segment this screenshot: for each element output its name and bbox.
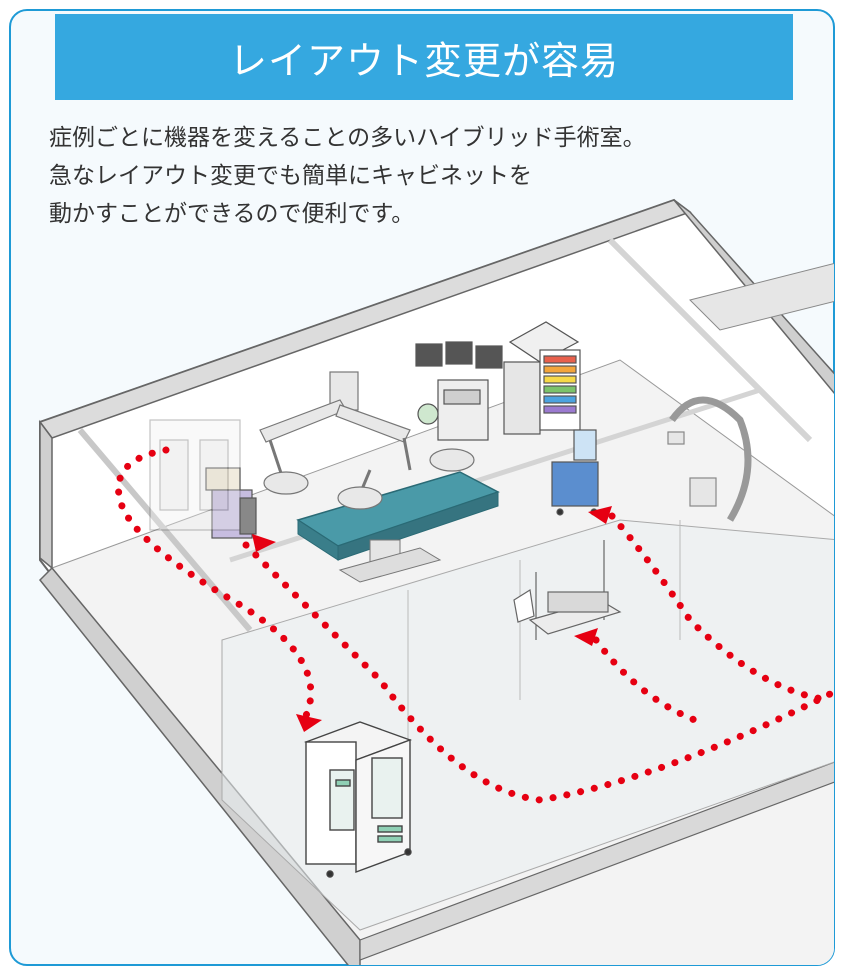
title-banner: レイアウト変更が容易	[55, 14, 793, 100]
operating-table	[296, 471, 500, 583]
movement-arrows	[115, 446, 834, 804]
description-line-1: 症例ごとに機器を変えることの多いハイブリッド手術室。	[49, 125, 646, 151]
room-walls	[38, 198, 834, 965]
arrow-head-up-left	[252, 534, 276, 552]
arrow-head-cart	[588, 506, 612, 524]
anesthesia-machine	[415, 341, 503, 441]
surgical-lights	[259, 371, 475, 510]
page-title: レイアウト変更が容易	[228, 38, 619, 83]
cabinet-original-position	[149, 419, 241, 531]
moved-cabinet	[303, 721, 413, 878]
description-line-3: 動かすことができるので便利です。	[49, 201, 415, 227]
arrow-head-down	[296, 714, 322, 732]
equipment-cart-left	[205, 467, 257, 539]
arrow-head-rack	[574, 628, 598, 646]
description: 症例ごとに機器を変えることの多いハイブリッド手術室。 急なレイアウト変更でも簡単…	[49, 119, 809, 233]
c-arm-xray	[667, 396, 752, 522]
mobile-rack	[513, 540, 622, 640]
description-line-2: 急なレイアウト変更でも簡単にキャビネットを	[49, 163, 532, 189]
storage-cabinet-back	[503, 321, 581, 435]
